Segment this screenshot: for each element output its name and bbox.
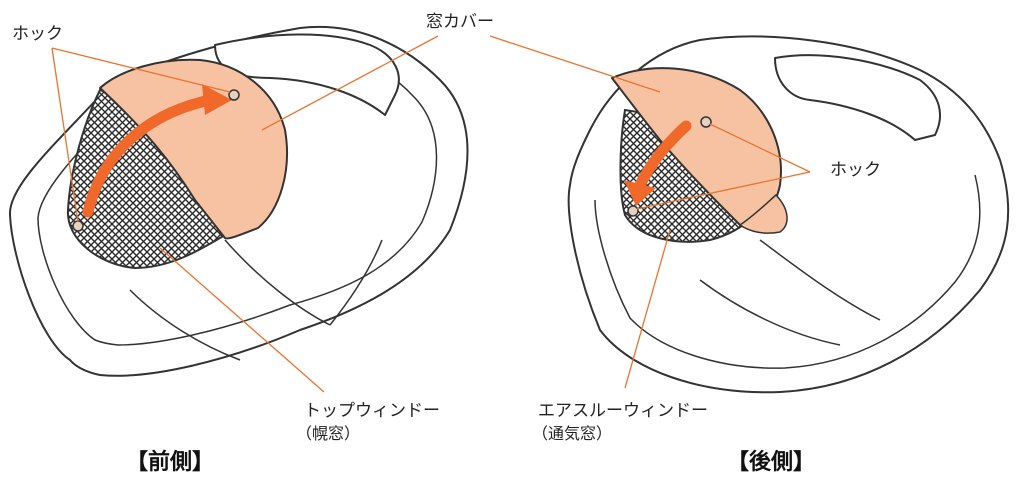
leader-hook-front-1 <box>51 47 231 93</box>
front-window-cover <box>99 58 288 240</box>
rear-cover-inner-fold <box>738 193 788 234</box>
leader-cover-rear <box>489 35 661 93</box>
rear-arrow <box>624 120 692 206</box>
caption-front: 【前側】 <box>126 450 215 475</box>
leader-air-window <box>624 229 671 389</box>
front-seam <box>224 239 383 326</box>
label-hook-rear: ホック <box>830 160 881 180</box>
leader-hook-rear-1 <box>709 123 811 173</box>
front-hook-bottom <box>72 220 84 232</box>
front-visor <box>214 33 400 116</box>
rear-seam <box>699 239 881 346</box>
leader-cover-front <box>261 35 439 131</box>
front-hook-top <box>228 89 240 101</box>
label-window-cover: 窓カバー <box>426 12 494 32</box>
front-arrow-head <box>202 84 232 115</box>
rear-arrow-shaft <box>634 120 692 191</box>
label-top-window-sub: （幌窓） <box>296 424 361 443</box>
front-hood-inner <box>37 50 438 346</box>
rear-hook-bottom <box>627 205 639 217</box>
rear-hood-inner <box>594 174 981 369</box>
front-arrow <box>82 84 232 218</box>
label-air-through-window: エアスルーウィンドー <box>538 401 708 421</box>
leader-hook-rear-2 <box>636 171 811 210</box>
leader-hook-front-2 <box>51 47 79 223</box>
rear-visor <box>774 54 941 141</box>
rear-arrow-head <box>624 180 656 206</box>
front-arrow-shaft <box>82 94 216 218</box>
rear-leaders <box>489 35 811 389</box>
caption-rear: 【後側】 <box>727 450 816 475</box>
label-air-through-window-sub: （通気窓） <box>532 424 613 443</box>
front-seam-2 <box>129 289 241 361</box>
label-top-window: トップウィンドー <box>304 401 440 421</box>
rear-hook-top <box>700 116 712 128</box>
leader-top-window <box>159 247 325 393</box>
label-hook-front: ホック <box>12 24 63 44</box>
front-leaders <box>51 35 439 393</box>
